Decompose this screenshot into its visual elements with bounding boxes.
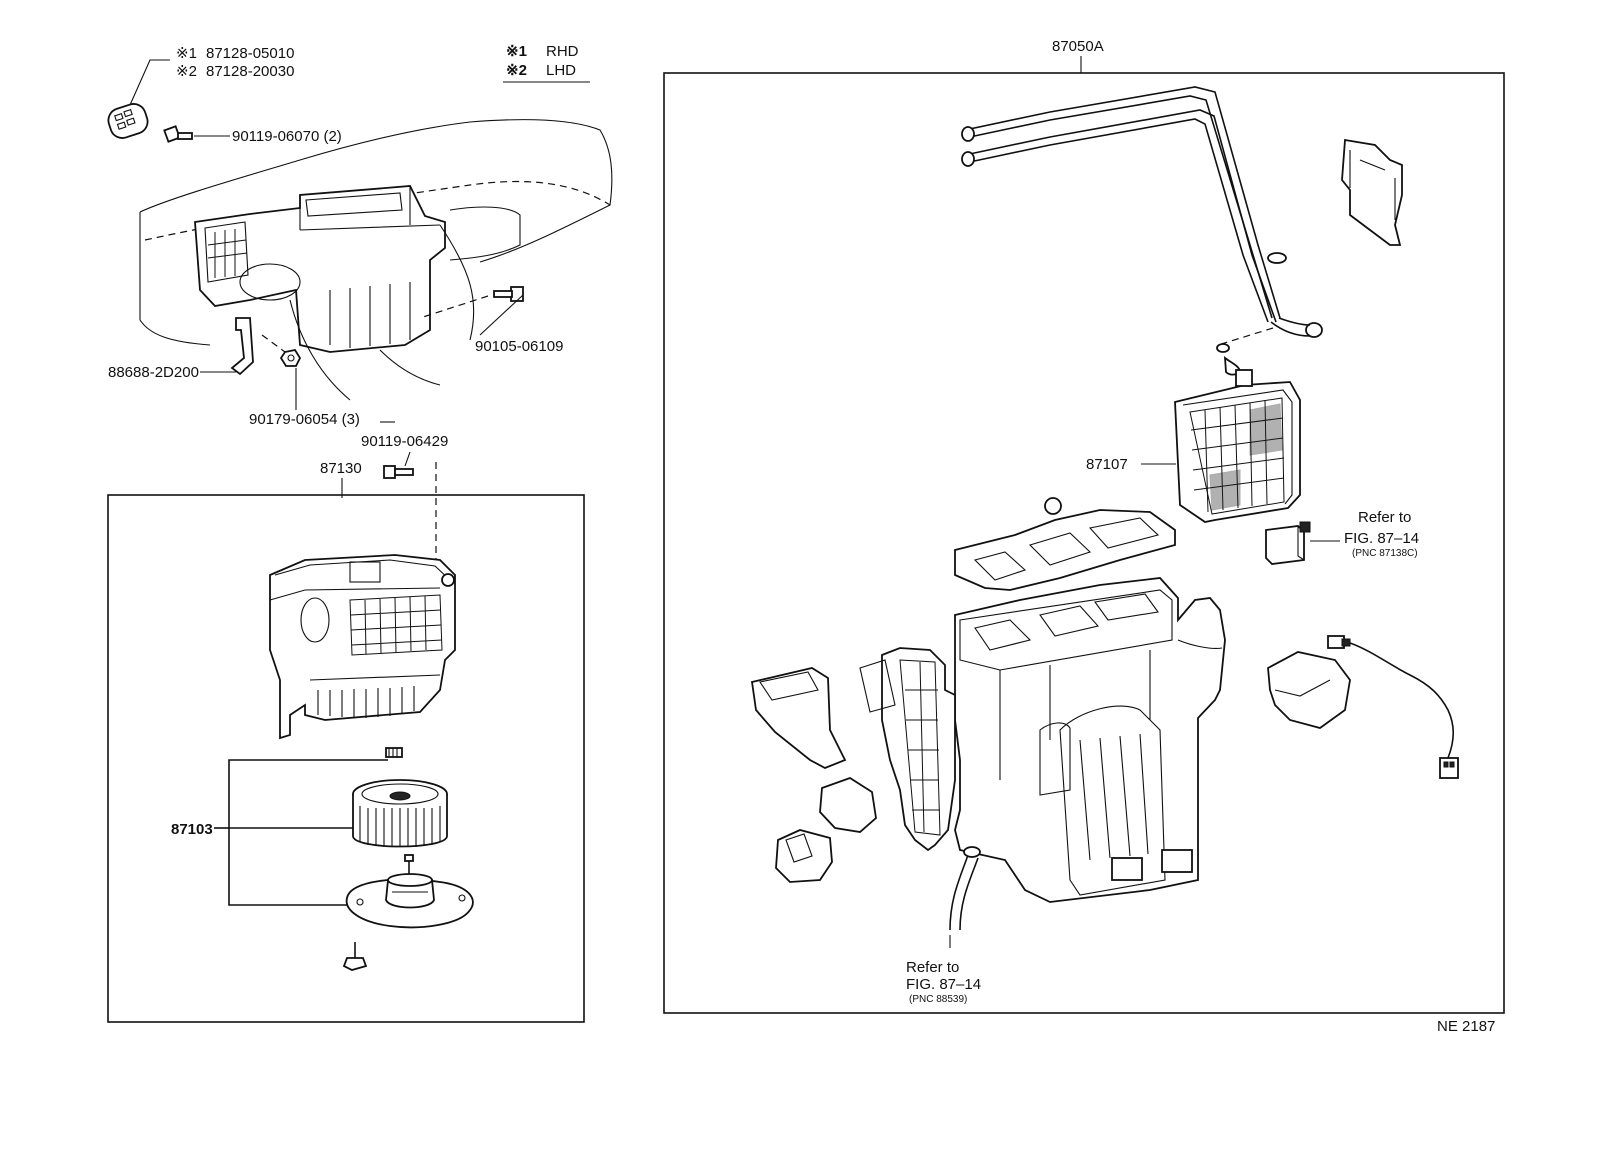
heater-case-icon [954,577,1226,903]
legend-box: ※1 RHD ※2 LHD [503,43,590,83]
resistor-icon [1265,521,1311,565]
blower-group: 90119-06429 87130 [107,433,585,1023]
heater-unit-label: 87050A [1052,38,1104,55]
screw-blower-label: 90119-06429 [361,433,448,450]
legend-lhd-text: LHD [546,62,576,79]
nut-icon [279,348,302,367]
refer1-line1: Refer to [1358,509,1411,526]
vent-frame-icon [954,497,1176,591]
nut-label: 90179-06054 (3) [249,411,360,428]
dash-heater-unit-icon [194,185,521,353]
refer1-pnc: (PNC 87138C) [1352,548,1418,559]
blower-motor-icon [345,854,474,929]
screw-icon [163,125,193,143]
side-cover-icon [859,647,956,852]
panel-mark-2: ※2 [176,63,197,80]
bracket-label: 88688-2D200 [108,364,199,381]
blower-housing-icon [269,554,456,740]
heater-pipes-icon [961,86,1323,338]
dashboard-assembly-group: ※1 87128-05010 ※2 87128-20030 ※1 RHD ※2 … [107,43,613,428]
refer2-line2: FIG. 87–14 [906,976,981,993]
panel-mark-1: ※1 [176,45,197,62]
screw-top-label: 90119-06070 (2) [232,128,342,145]
duct-icon [750,667,847,769]
wire-harness-icon [1327,635,1459,779]
control-panel-icon [107,103,149,139]
radiator-label: 87107 [1086,456,1128,473]
refer2-line1: Refer to [906,959,959,976]
blower-assy-label: 87130 [320,460,362,477]
screw-icon [383,465,414,479]
bracket-icon [230,317,254,376]
heater-unit-group: 87050A [663,38,1505,1014]
refer1-line2: FIG. 87–14 [1344,530,1419,547]
bolt-right-label: 90105-06109 [475,338,563,355]
legend-rhd-mark: ※1 [506,43,527,60]
fan-motor-label: 87103 [171,821,213,838]
heater-core-icon [1174,369,1301,523]
duct-icon [819,777,877,833]
heater-frame [663,72,1505,1014]
fan-wheel-icon [352,779,448,848]
blower-frame [107,494,585,1023]
duct-icon [775,829,833,883]
panel-part-1: 87128-05010 [206,45,294,62]
figure-code: NE 2187 [1437,1018,1495,1035]
cover-icon [1341,138,1403,246]
legend-rhd-text: RHD [546,43,579,60]
legend-lhd-mark: ※2 [506,62,527,79]
panel-part-2: 87128-20030 [206,63,294,80]
duct-icon [1267,651,1351,729]
spring-icon [385,747,403,758]
refer2-pnc: (PNC 88539) [909,994,967,1005]
screw-icon [342,942,368,971]
hose-icon [949,846,981,931]
